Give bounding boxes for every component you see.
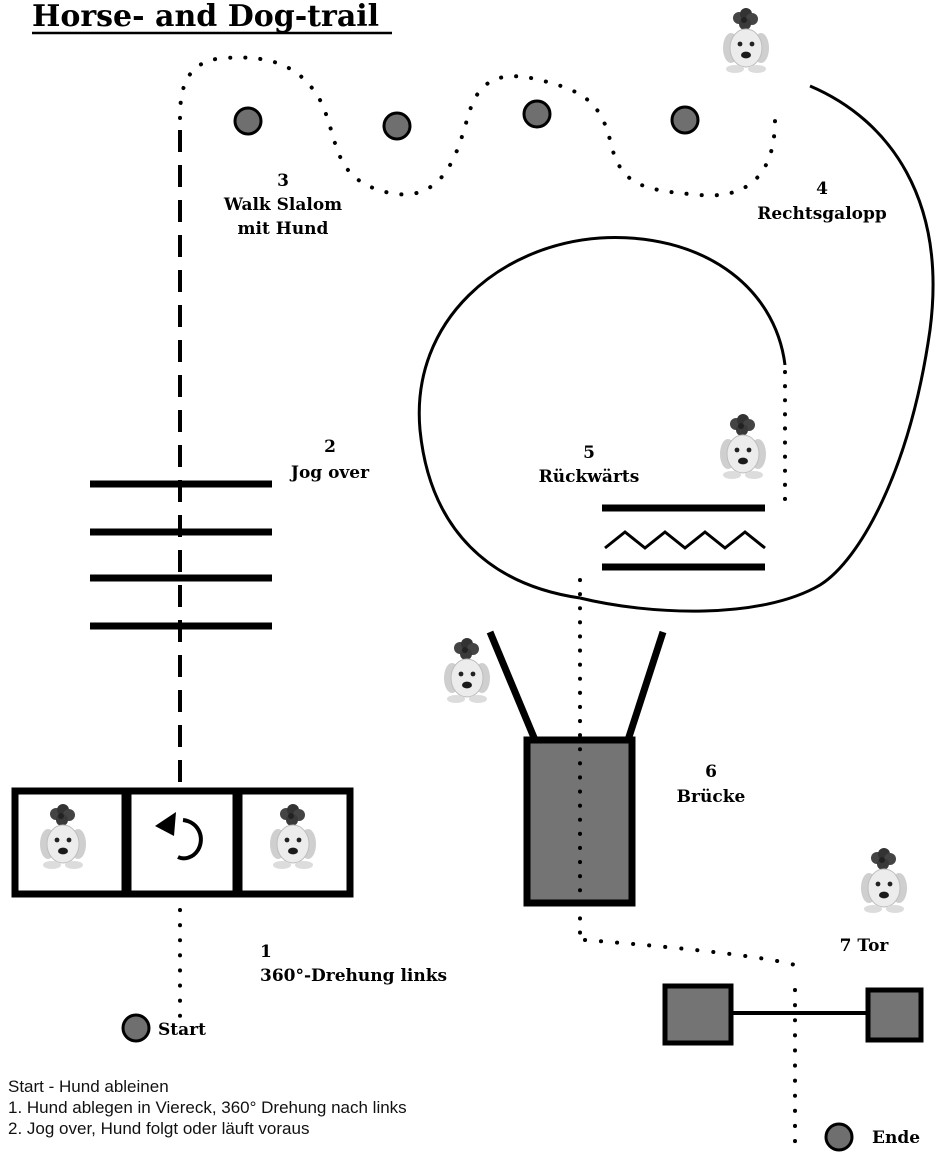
station-2-name: Jog over bbox=[289, 463, 370, 483]
square-middle bbox=[124, 787, 240, 898]
rotate-left-icon bbox=[155, 812, 203, 861]
station-6-name: Brücke bbox=[677, 787, 746, 807]
station-7-name: 7 Tor bbox=[840, 936, 890, 956]
station-4-name: Rechtsgalopp bbox=[757, 204, 887, 224]
bridge-ramp-left bbox=[486, 630, 539, 742]
station-3-number: 3 bbox=[277, 171, 289, 191]
station-3-line1: Walk Slalom bbox=[223, 195, 342, 215]
dog-icon bbox=[722, 7, 770, 74]
instructions: Start - Hund ableinen 1. Hund ablegen in… bbox=[8, 1076, 508, 1139]
station-5-number: 5 bbox=[583, 443, 595, 463]
slalom-cone bbox=[522, 99, 552, 129]
end-label: Ende bbox=[872, 1128, 920, 1148]
instruction-line: 2. Jog over, Hund folgt oder läuft vorau… bbox=[8, 1119, 310, 1138]
instruction-line: 1. Hund ablegen in Viereck, 360° Drehung… bbox=[8, 1098, 407, 1117]
backup-zigzag bbox=[604, 530, 766, 550]
gate-post-right bbox=[865, 987, 924, 1043]
bridge-ramp-right bbox=[624, 630, 667, 742]
instruction-line: Start - Hund ableinen bbox=[8, 1077, 169, 1096]
slalom-cone bbox=[233, 106, 263, 136]
start-marker bbox=[121, 1013, 151, 1043]
gallop-outer-arc bbox=[579, 84, 935, 613]
station-6-number: 6 bbox=[705, 762, 717, 782]
dog-icon bbox=[719, 413, 767, 480]
station-1-name: 360°-Drehung links bbox=[260, 966, 447, 986]
gallop-inner-circle bbox=[417, 236, 787, 600]
start-label: Start bbox=[158, 1020, 206, 1040]
dog-icon bbox=[443, 637, 491, 704]
end-marker bbox=[824, 1122, 854, 1152]
slalom-cone bbox=[382, 111, 412, 141]
gate-post-left bbox=[662, 983, 734, 1046]
station-4-number: 4 bbox=[816, 179, 828, 199]
page-title: Horse- and Dog-trail bbox=[32, 0, 379, 34]
station-2-number: 2 bbox=[324, 437, 336, 457]
gate-approach-path bbox=[583, 938, 797, 967]
station-1-number: 1 bbox=[260, 942, 272, 962]
station-5-name: Rückwärts bbox=[539, 467, 640, 487]
station-3-line2: mit Hund bbox=[238, 219, 329, 239]
dog-icon bbox=[860, 847, 908, 914]
slalom-cone bbox=[670, 105, 700, 135]
